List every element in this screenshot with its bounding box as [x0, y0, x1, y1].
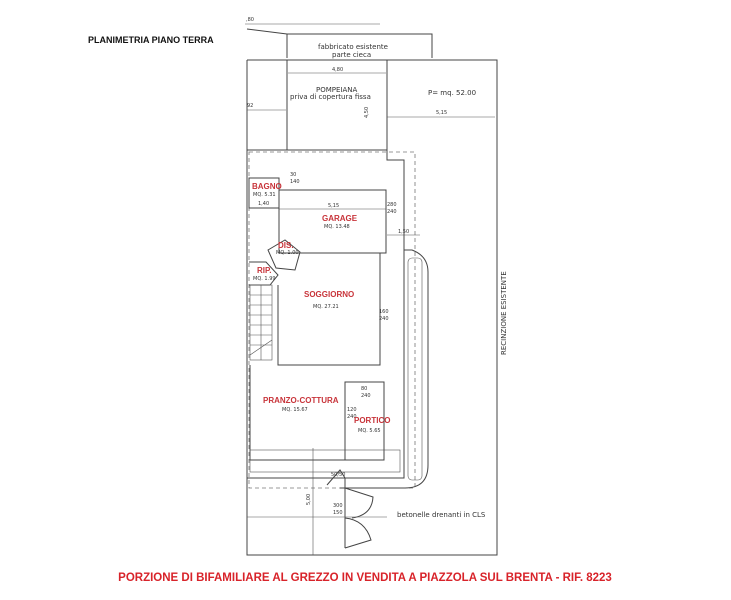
dimension-label: 240: [387, 209, 397, 215]
dimension-label: 280: [387, 202, 397, 208]
dimension-label: 4,50: [364, 107, 370, 118]
room-name-garage: GARAGE: [322, 214, 358, 223]
plot-area-label: P= mq. 52.00: [428, 89, 476, 97]
dimension-label: 240: [361, 393, 371, 399]
pompeiana-label: POMPEIANA: [316, 86, 358, 94]
listing-caption: PORZIONE DI BIFAMILIARE AL GREZZO IN VEN…: [118, 572, 612, 584]
room-garage-outline: [278, 189, 387, 254]
dimension-label: 120: [347, 407, 357, 413]
dimension-label: 4,80: [332, 67, 343, 73]
room-name-pranzo-cottura: PRANZO-COTTURA: [263, 396, 339, 405]
dimension-label: 5,15: [328, 203, 339, 209]
driveway-outline: [340, 249, 429, 489]
room-name-rip: RIP.: [257, 266, 272, 275]
dimension-label: 1,50: [398, 229, 409, 235]
house-outline-dashed: [248, 151, 416, 489]
pompeiana-sublabel: priva di copertura fissa: [290, 93, 371, 101]
room-area-garage: MQ. 13.48: [324, 224, 350, 230]
existing-building-outline: [246, 28, 433, 58]
room-area-dis: MQ. 1.00: [276, 250, 299, 256]
lot-outline: [246, 59, 498, 556]
room-pranzo-outline: [249, 365, 385, 461]
dimension-label: 1,40: [258, 201, 269, 207]
fence-label: RECINZIONE ESISTENTE: [500, 271, 508, 355]
dimension-label: 80: [361, 386, 367, 392]
plan-title: PLANIMETRIA PIANO TERRA: [88, 35, 214, 45]
room-name-portico: PORTICO: [354, 416, 390, 425]
gate: [326, 469, 374, 549]
existing-building-label-2: parte cieca: [332, 51, 371, 59]
dimension-label: ,80: [246, 17, 254, 23]
dimension-label: 92: [247, 103, 253, 109]
dimension-label: 300: [333, 503, 343, 509]
dimension-label: 5,15: [436, 110, 447, 116]
dimension-label: 240: [347, 414, 357, 420]
room-area-soggiorno: MQ. 27.21: [313, 304, 339, 310]
dimension-label: 150: [333, 510, 343, 516]
existing-building-label: fabbricato esistente: [318, 43, 388, 51]
room-dis-outline: [267, 239, 301, 271]
house-walls: [247, 149, 405, 479]
wall-base: [249, 449, 401, 473]
room-soggiorno-outline: [277, 252, 381, 366]
dimension-label: 50/50: [331, 472, 345, 478]
stairs: [249, 284, 273, 361]
room-area-bagno: MQ. 5.31: [253, 192, 276, 198]
dimension-label: 140: [290, 179, 300, 185]
dimension-label: 5,00: [306, 494, 312, 505]
room-area-portico: MQ. 5.65: [358, 428, 381, 434]
paving-label: betonelle drenanti in CLS: [397, 511, 486, 519]
room-name-bagno: BAGNO: [252, 182, 282, 191]
room-area-rip: MQ. 1.99: [253, 276, 276, 282]
dimension-label: 240: [379, 316, 389, 322]
room-name-soggiorno: SOGGIORNO: [304, 290, 354, 299]
room-name-dis: DIS.: [278, 241, 294, 250]
room-area-pranzo-cottura: MQ. 15.67: [282, 407, 308, 413]
dimension-label: 160: [379, 309, 389, 315]
driveway-inner: [407, 257, 423, 481]
dimension-label: 30: [290, 172, 296, 178]
